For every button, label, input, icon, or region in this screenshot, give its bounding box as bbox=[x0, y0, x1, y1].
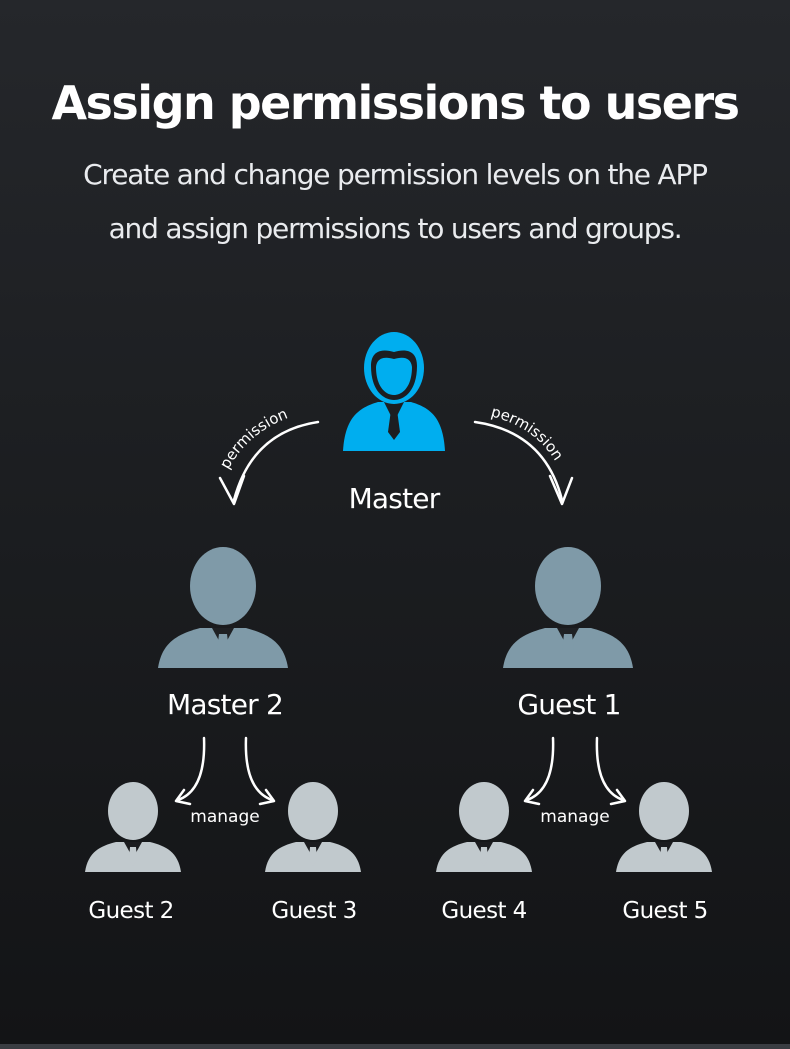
guest3-user-icon bbox=[265, 782, 361, 872]
manage-arrowhead-guest5 bbox=[609, 788, 627, 806]
master2-label: Master 2 bbox=[167, 688, 283, 721]
permission-arrow-right bbox=[473, 420, 564, 502]
guest2-user-icon bbox=[85, 782, 181, 872]
subtitle-line-1: Create and change permission levels on t… bbox=[83, 158, 708, 191]
guest1-label: Guest 1 bbox=[517, 688, 620, 721]
manage-arrowhead-guest4 bbox=[523, 788, 541, 806]
page-title: Assign permissions to users bbox=[51, 76, 740, 130]
guest5-label: Guest 5 bbox=[622, 898, 707, 924]
manage-arrow-guest2 bbox=[176, 736, 206, 802]
guest2-label: Guest 2 bbox=[88, 898, 173, 924]
bottom-divider bbox=[0, 1044, 790, 1049]
permission-label-left: permission bbox=[216, 405, 290, 472]
guest3-label: Guest 3 bbox=[271, 898, 356, 924]
permission-arrowhead-right bbox=[548, 474, 574, 506]
manage-arrow-guest3 bbox=[244, 736, 274, 802]
manage-arrowhead-guest2 bbox=[174, 788, 192, 806]
guest1-user-icon bbox=[503, 547, 633, 668]
manage-label-left: manage bbox=[190, 807, 259, 827]
master-user-icon bbox=[343, 332, 445, 451]
manage-label-right: manage bbox=[540, 807, 609, 827]
guest4-label: Guest 4 bbox=[441, 898, 526, 924]
master-label: Master bbox=[349, 482, 441, 515]
manage-arrow-guest5 bbox=[595, 736, 625, 802]
manage-arrowhead-guest3 bbox=[258, 788, 276, 806]
permission-label-right: permission bbox=[489, 402, 567, 463]
master2-user-icon bbox=[158, 547, 288, 668]
manage-arrow-guest4 bbox=[525, 736, 555, 802]
permission-arrowhead-left bbox=[218, 474, 246, 506]
permission-arrow-left bbox=[232, 420, 320, 502]
guest5-user-icon bbox=[616, 782, 712, 872]
subtitle-line-2: and assign permissions to users and grou… bbox=[108, 212, 683, 245]
guest4-user-icon bbox=[436, 782, 532, 872]
